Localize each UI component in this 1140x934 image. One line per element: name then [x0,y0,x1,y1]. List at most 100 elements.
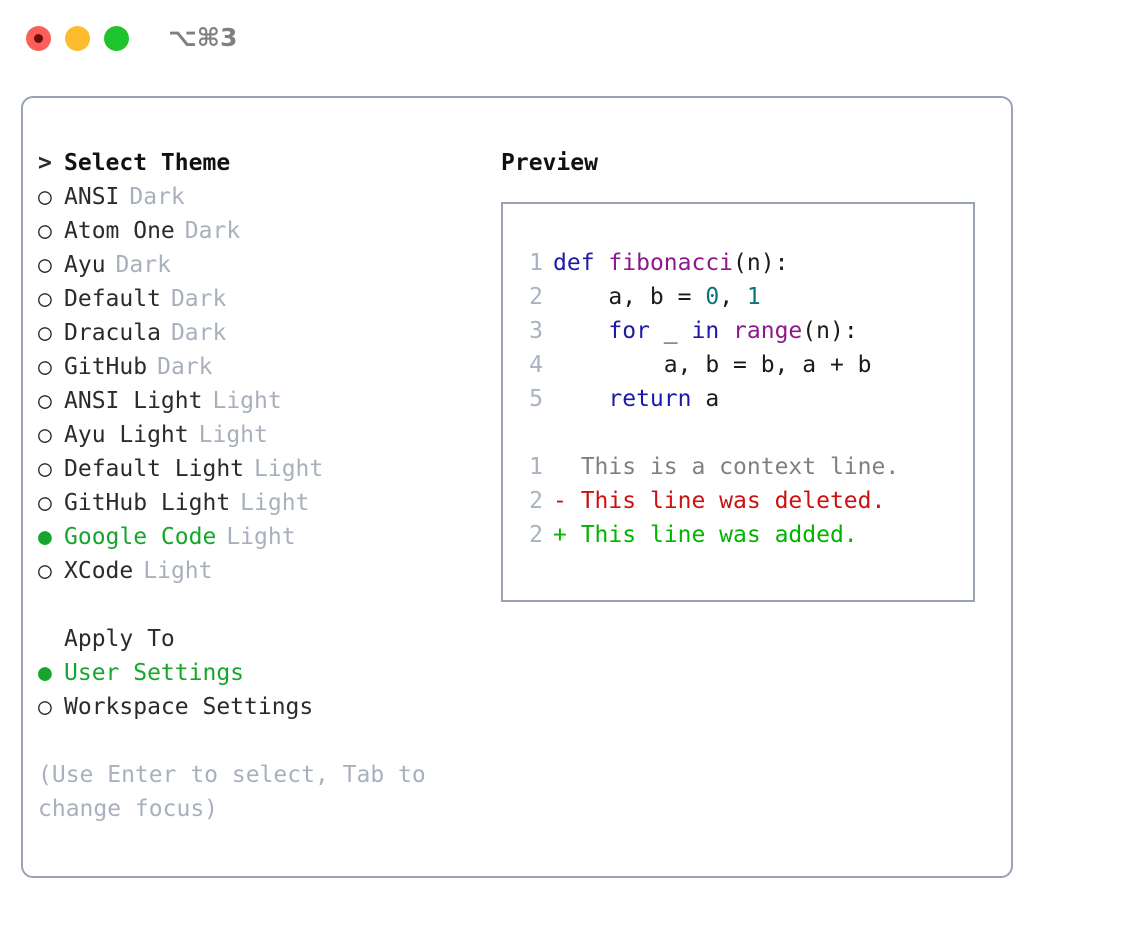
line-number: 5 [529,386,543,412]
theme-option-ayu[interactable]: ○ Ayu Dark [38,248,498,282]
diff-sign: - [553,488,567,514]
code-token [719,318,733,344]
radio-unselected-icon: ○ [38,286,52,312]
keyboard-shortcut-label: ⌥⌘3 [168,23,238,52]
theme-variant-badge: Dark [115,252,171,278]
code-token: (n): [802,318,858,344]
code-token [595,250,609,276]
traffic-lights [26,26,129,51]
radio-unselected-icon: ○ [38,558,52,584]
radio-unselected-icon: ○ [38,694,52,720]
radio-unselected-icon: ○ [38,320,52,346]
radio-unselected-icon: ○ [38,490,52,516]
radio-unselected-icon: ○ [38,354,52,380]
keyboard-hint-text: (Use Enter to select, Tab to change focu… [38,762,426,822]
theme-variant-badge: Dark [184,218,241,244]
theme-option-ansi-light[interactable]: ○ ANSI Light Light [38,384,498,418]
line-number: 2 [529,522,543,548]
theme-name: Default Light [64,456,245,482]
code-token: a [691,386,720,412]
code-token: for [608,318,650,344]
code-token: 1 [746,284,761,310]
list-spacer [38,588,498,622]
apply-to-name: User Settings [64,660,245,686]
line-number: 1 [529,454,543,480]
diff-sign: + [553,522,567,548]
apply-to-option-list: ●User Settings○Workspace Settings [38,656,498,724]
theme-name: Google Code [64,524,217,550]
line-number: 1 [529,250,543,276]
code-token: , [719,284,747,310]
line-number: 2 [529,284,543,310]
code-line: 4 a, b = b, a + b [517,348,973,382]
theme-variant-badge: Light [198,422,268,448]
theme-option-xcode[interactable]: ○ XCode Light [38,554,498,588]
radio-unselected-icon: ○ [38,218,52,244]
radio-unselected-icon: ○ [38,252,52,278]
diff-text: This is a context line. [566,454,900,480]
theme-variant-badge: Dark [157,354,213,380]
diff-text: This line was added. [566,522,858,548]
theme-option-ayu-light[interactable]: ○ Ayu Light Light [38,418,498,452]
radio-unselected-icon: ○ [38,184,52,210]
close-button[interactable] [26,26,51,51]
preview-title: Preview [501,150,598,176]
theme-variant-badge: Light [254,456,324,482]
radio-unselected-icon: ○ [38,422,52,448]
code-token: a, b = b, a + b [553,352,872,378]
apply-to-label: Apply To [64,626,175,652]
code-token: 0 [705,284,720,310]
theme-option-github-light[interactable]: ○ GitHub Light Light [38,486,498,520]
line-number: 3 [529,318,543,344]
theme-variant-badge: Dark [170,320,227,346]
theme-name: GitHub Light [64,490,231,516]
code-line: 2 a, b = 0, 1 [517,280,973,314]
prompt-caret-icon: > [38,150,52,176]
code-token: fibonacci [608,250,734,276]
code-token: a, b = [553,284,706,310]
radio-unselected-icon: ○ [38,388,52,414]
theme-name: Ayu [64,252,106,278]
maximize-button[interactable] [104,26,129,51]
apply-to-option-user-settings[interactable]: ●User Settings [38,656,498,690]
line-number: 4 [529,352,543,378]
apply-to-option-workspace-settings[interactable]: ○Workspace Settings [38,690,498,724]
diff-line: 1 This is a context line. [517,450,973,484]
theme-name: XCode [64,558,134,584]
minimize-button[interactable] [65,26,90,51]
theme-name: Default [64,286,161,312]
theme-name: ANSI Light [64,388,203,414]
diff-line: 2 + This line was added. [517,518,973,552]
title-bar: ⌥⌘3 [0,0,1140,80]
theme-variant-badge: Light [212,388,282,414]
theme-name: Ayu Light [64,422,189,448]
select-theme-label: Select Theme [64,150,231,176]
code-token: (n): [733,250,789,276]
theme-option-default[interactable]: ○ Default Dark [38,282,498,316]
theme-option-dracula[interactable]: ○ Dracula Dark [38,316,498,350]
code-token [553,386,608,412]
preview-gap [517,416,973,450]
theme-variant-badge: Dark [129,184,185,210]
theme-variant-badge: Light [240,490,310,516]
theme-variant-badge: Dark [170,286,227,312]
code-token [553,318,608,344]
theme-name: Dracula [64,320,161,346]
theme-option-atom-one[interactable]: ○ Atom One Dark [38,214,498,248]
code-line: 3 for _ in range(n): [517,314,973,348]
theme-name: Atom One [64,218,175,244]
code-token: range [733,318,803,344]
theme-variant-badge: Light [143,558,213,584]
diff-sample: 1 This is a context line. 2- This line wa… [517,450,973,552]
code-token: in [691,318,720,344]
